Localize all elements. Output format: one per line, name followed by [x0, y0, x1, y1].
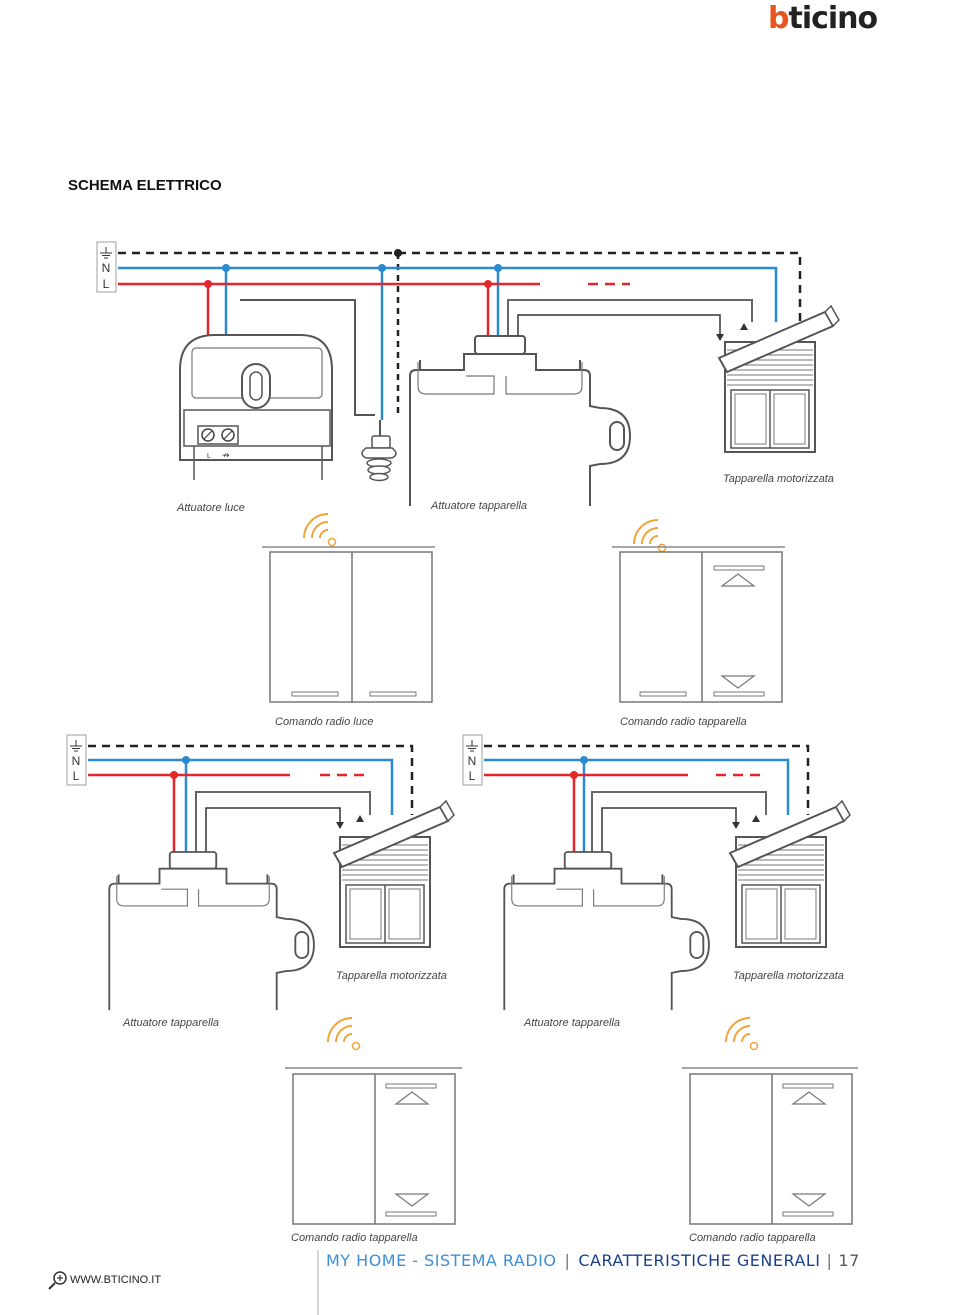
label-n-top: N — [101, 261, 111, 275]
caption-tapparella-motorizzata-lower-right: Tapparella motorizzata — [733, 970, 844, 982]
svg-text:L: L — [207, 453, 211, 460]
caption-attuatore-luce: Attuatore luce — [177, 502, 245, 514]
caption-comando-radio-tapparella-top: Comando radio tapparella — [620, 716, 747, 728]
label-n-lower-left: N — [71, 754, 81, 768]
label-n-lower-right: N — [467, 754, 477, 768]
label-l-lower-right: L — [468, 769, 476, 783]
caption-tapparella-motorizzata-top: Tapparella motorizzata — [723, 473, 834, 485]
comando-radio-tapparella-lower-right — [682, 1067, 858, 1225]
section-title: SCHEMA ELETTRICO — [68, 177, 222, 194]
attuatore-tapparella-top — [409, 335, 631, 507]
caption-comando-radio-luce: Comando radio luce — [275, 716, 374, 728]
footer-title-left: MY HOME - SISTEMA RADIO — [326, 1251, 557, 1270]
label-l-top: L — [102, 277, 110, 291]
page-number: 17 — [838, 1251, 860, 1270]
zoom-icon — [48, 1271, 67, 1290]
caption-comando-radio-tapparella-lower-left: Comando radio tapparella — [291, 1232, 418, 1244]
attuatore-luce-device: L ↛ — [179, 334, 333, 480]
svg-text:↛: ↛ — [222, 451, 230, 461]
footer-separator: | — [564, 1251, 571, 1270]
label-l-lower-left: L — [72, 769, 80, 783]
caption-tapparella-motorizzata-lower-left: Tapparella motorizzata — [336, 970, 447, 982]
bticino-logo: bticino — [768, 1, 878, 36]
footer-url-link[interactable]: WWW.BTICINO.IT — [70, 1274, 162, 1286]
comando-radio-tapparella-device — [612, 546, 785, 703]
attuatore-tapparella-lower-left — [108, 851, 315, 1012]
footer-title: MY HOME - SISTEMA RADIO | CARATTERISTICHE … — [326, 1251, 860, 1270]
lamp-icon — [361, 420, 397, 482]
caption-attuatore-tapparella-lower-right: Attuatore tapparella — [524, 1017, 621, 1029]
caption-attuatore-tapparella-lower-left: Attuatore tapparella — [123, 1017, 220, 1029]
tapparella-lower-left — [333, 800, 455, 948]
footer-separator: | — [826, 1251, 833, 1270]
comando-radio-luce-device — [262, 546, 435, 703]
comando-radio-tapparella-lower-left — [285, 1067, 462, 1225]
tapparella-lower-right — [729, 800, 851, 948]
caption-comando-radio-tapparella-lower-right: Comando radio tapparella — [689, 1232, 816, 1244]
caption-attuatore-tapparella-top: Attuatore tapparella — [431, 500, 528, 512]
attuatore-tapparella-lower-right — [503, 851, 710, 1012]
tapparella-top — [718, 305, 840, 453]
footer-title-right: CARATTERISTICHE GENERALI — [578, 1251, 821, 1270]
